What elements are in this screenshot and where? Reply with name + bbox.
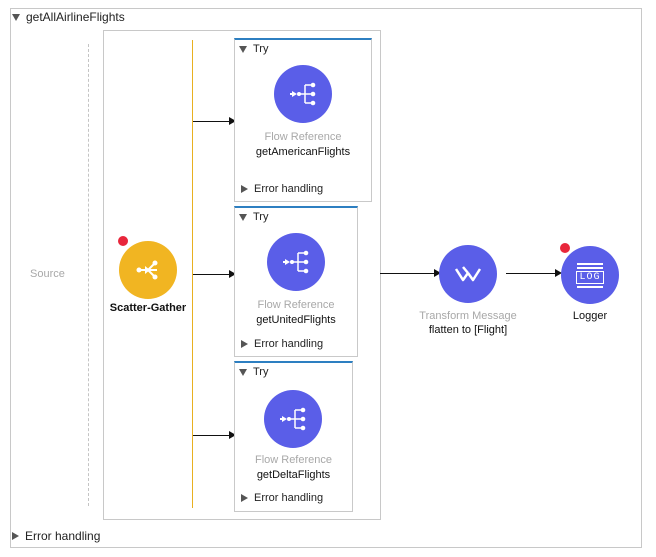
try-header[interactable]: Try (239, 211, 268, 223)
error-handling-label[interactable]: Error handling (254, 338, 324, 350)
arrowhead (434, 269, 441, 277)
flow-arrow-1 (380, 273, 434, 274)
scatter-gather-scope (103, 30, 381, 520)
arrowhead (229, 431, 236, 439)
expand-chevron-icon[interactable] (241, 185, 248, 193)
scatter-gather-icon (136, 260, 158, 280)
error-handling[interactable]: Error handling (241, 492, 323, 504)
flow-container (10, 8, 642, 548)
flow-reference-node[interactable] (267, 233, 325, 291)
try-scope-3[interactable]: Try Flow Reference getDeltaFlights Error… (234, 361, 353, 512)
logger-label[interactable]: Logger (572, 310, 608, 322)
component-type: Flow Reference (257, 299, 335, 311)
arrowhead (229, 270, 236, 278)
transform-message-node[interactable] (439, 245, 497, 303)
try-label[interactable]: Try (253, 366, 269, 378)
collapse-chevron-icon[interactable] (239, 45, 247, 53)
route-line (192, 40, 193, 508)
try-scope-1[interactable]: Try Flow Reference getAmericanFlights Er… (234, 38, 372, 202)
logger-node[interactable]: LOG (561, 246, 619, 304)
component-name[interactable]: getAmericanFlights (255, 146, 351, 158)
collapse-chevron-icon[interactable] (239, 368, 247, 376)
component-name[interactable]: getDeltaFlights (256, 469, 331, 481)
try-header[interactable]: Try (239, 43, 268, 55)
route-arrow-3 (193, 435, 229, 436)
collapse-chevron-icon[interactable] (239, 213, 247, 221)
error-handling-label[interactable]: Error handling (254, 492, 324, 504)
expand-chevron-icon[interactable] (241, 340, 248, 348)
transform-name[interactable]: flatten to [Flight] (428, 324, 508, 336)
flow-arrow-2 (506, 273, 555, 274)
arrowhead (229, 117, 236, 125)
expand-chevron-icon[interactable] (241, 494, 248, 502)
flow-reference-node[interactable] (264, 390, 322, 448)
flow-reference-icon (280, 407, 306, 431)
route-arrow-1 (193, 121, 229, 122)
transform-type: Transform Message (419, 310, 517, 322)
logger-icon: LOG (576, 262, 604, 288)
scatter-gather-node[interactable] (119, 241, 177, 299)
arrowhead (555, 269, 562, 277)
error-handling[interactable]: Error handling (241, 183, 323, 195)
source-label[interactable]: Source (30, 268, 65, 280)
component-type: Flow Reference (254, 454, 333, 466)
error-indicator (560, 243, 570, 253)
error-handling-label[interactable]: Error handling (254, 183, 324, 195)
scatter-gather-label[interactable]: Scatter-Gather (109, 302, 187, 314)
error-indicator (118, 236, 128, 246)
component-name[interactable]: getUnitedFlights (256, 314, 336, 326)
logger-icon-text: LOG (576, 270, 604, 284)
try-label[interactable]: Try (253, 211, 269, 223)
route-arrow-2 (193, 274, 229, 275)
flow-error-handling[interactable]: Error handling (12, 529, 100, 543)
flow-name[interactable]: getAllAirlineFlights (26, 10, 125, 24)
flow-reference-icon (283, 250, 309, 274)
try-header[interactable]: Try (239, 366, 268, 378)
try-label[interactable]: Try (253, 43, 269, 55)
source-divider (88, 44, 89, 506)
flow-reference-icon (290, 82, 316, 106)
error-handling[interactable]: Error handling (241, 338, 323, 350)
flow-reference-node[interactable] (274, 65, 332, 123)
expand-chevron-icon[interactable] (12, 532, 19, 540)
transform-message-icon (454, 266, 482, 282)
collapse-chevron-icon[interactable] (12, 13, 20, 21)
try-scope-2[interactable]: Try Flow Reference getUnitedFlights Erro… (234, 206, 358, 357)
error-handling-label[interactable]: Error handling (25, 529, 101, 543)
flow-header[interactable]: getAllAirlineFlights (12, 9, 125, 25)
component-type: Flow Reference (264, 131, 342, 143)
